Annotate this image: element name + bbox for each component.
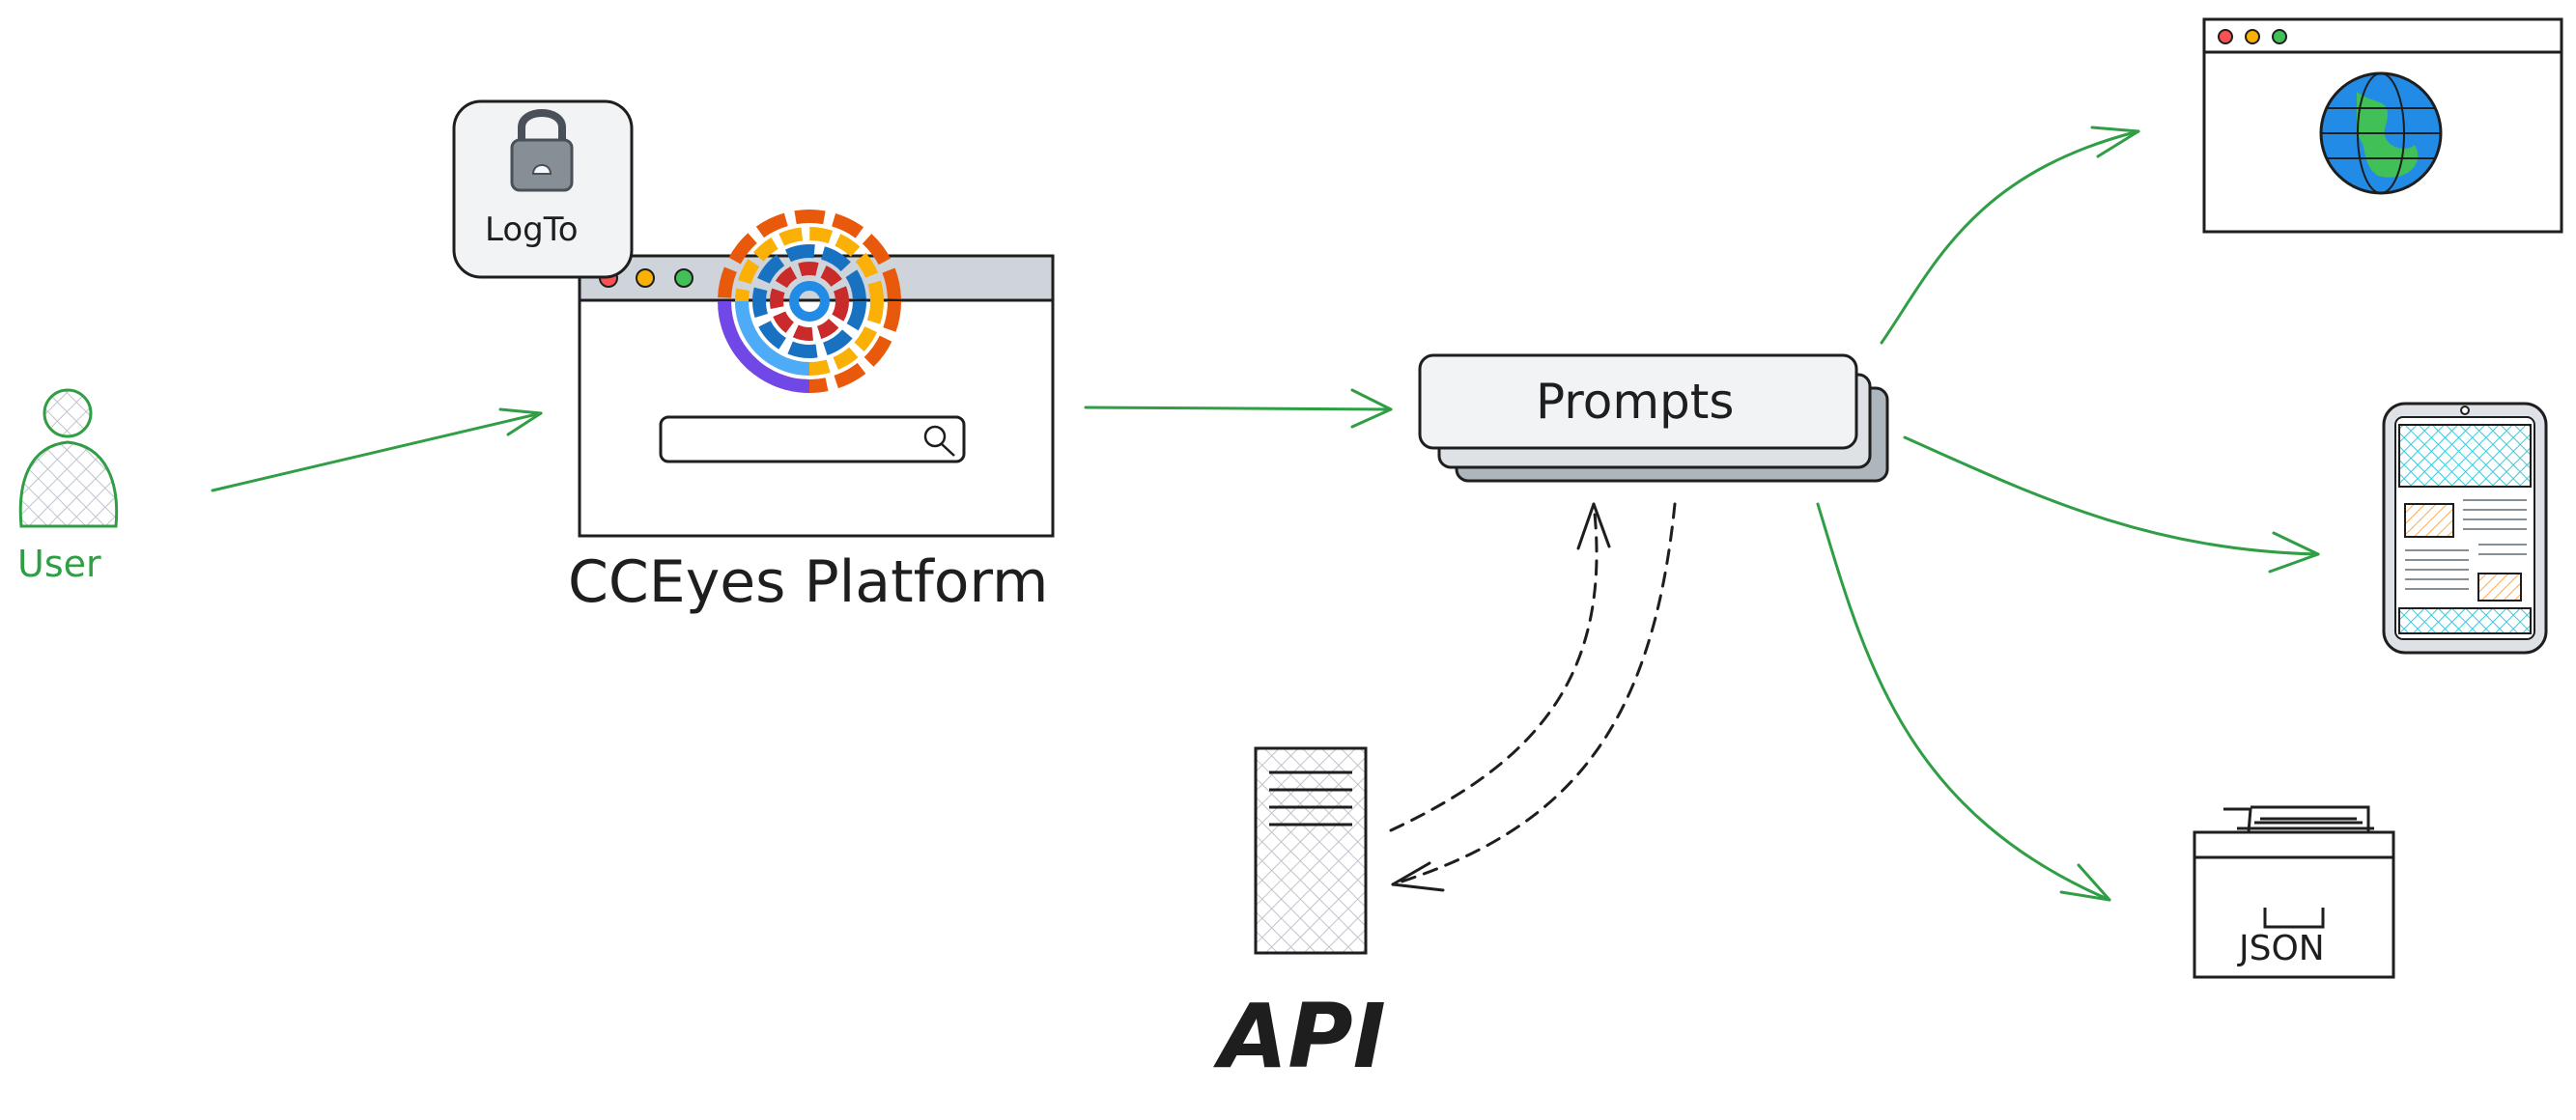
search-icon [923,425,955,457]
platform-label: CCEyes Platform [568,548,1049,616]
mobile-output-node [2382,402,2548,655]
user-node [18,388,119,528]
logto-node [452,99,634,279]
edges [211,126,2320,902]
edge-prompts-to-web [1880,126,2140,345]
platform-node [578,210,1055,538]
edge-prompts-to-api [1391,502,1677,892]
prompts-label: Prompts [1536,374,1735,430]
server-icon [1254,746,1368,955]
archive-box-icon [2193,805,2395,979]
user-icon [18,388,119,528]
user-label: User [17,543,101,585]
edge-user-to-platform [211,407,543,492]
cceyes-logo-icon [718,210,901,393]
edge-platform-to-prompts [1084,388,1393,429]
window-maximize-dot [674,268,694,288]
json-output-node [2193,805,2395,979]
edge-prompts-to-mobile [1903,435,2320,574]
logto-label: LogTo [485,210,579,249]
json-label: JSON [2239,929,2325,968]
lock-icon [510,109,574,192]
edge-api-to-prompts [1389,502,1611,832]
browser-window-icon [578,254,1055,538]
prompts-node [1418,353,1889,483]
mobile-phone-icon [2382,402,2548,655]
globe-browser-icon [2202,17,2563,234]
window-minimize-dot [636,268,655,288]
api-label: API [1219,985,1386,1088]
api-node [1254,746,1368,955]
web-output-node [2202,17,2563,234]
search-bar [659,415,966,463]
edge-prompts-to-json [1816,502,2111,902]
